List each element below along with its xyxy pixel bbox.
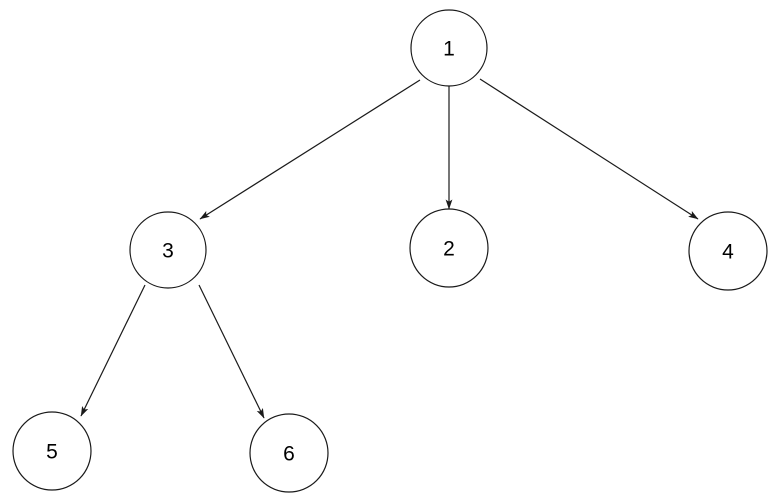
graph-edge-1-to-4[interactable] xyxy=(479,78,699,220)
node-circle-5[interactable] xyxy=(12,411,92,491)
node-circle-3[interactable] xyxy=(129,211,207,289)
graph-node-2[interactable]: 2 xyxy=(409,208,489,288)
graph-node-1[interactable]: 1 xyxy=(410,9,488,87)
node-circle-4[interactable] xyxy=(688,211,768,291)
node-label-4: 4 xyxy=(722,241,734,264)
node-label-2: 2 xyxy=(443,238,455,261)
node-label-3: 3 xyxy=(162,240,174,263)
graph-edge-3-to-6[interactable] xyxy=(198,284,265,419)
node-label-5: 5 xyxy=(46,441,58,464)
graph-edge-3-to-5[interactable] xyxy=(80,284,146,417)
node-label-1: 1 xyxy=(443,38,455,61)
node-label-6: 6 xyxy=(283,443,295,466)
edges-layer xyxy=(80,78,699,419)
graph-node-4[interactable]: 4 xyxy=(688,211,768,291)
node-circle-6[interactable] xyxy=(249,413,329,493)
graph-edge-1-to-3[interactable] xyxy=(199,79,421,220)
node-circle-2[interactable] xyxy=(409,208,489,288)
graph-node-5[interactable]: 5 xyxy=(12,411,92,491)
nodes-layer: 1 3 2 4 5 6 xyxy=(12,9,768,493)
node-circle-1[interactable] xyxy=(410,9,488,87)
graph-node-6[interactable]: 6 xyxy=(249,413,329,493)
graph-node-3[interactable]: 3 xyxy=(129,211,207,289)
